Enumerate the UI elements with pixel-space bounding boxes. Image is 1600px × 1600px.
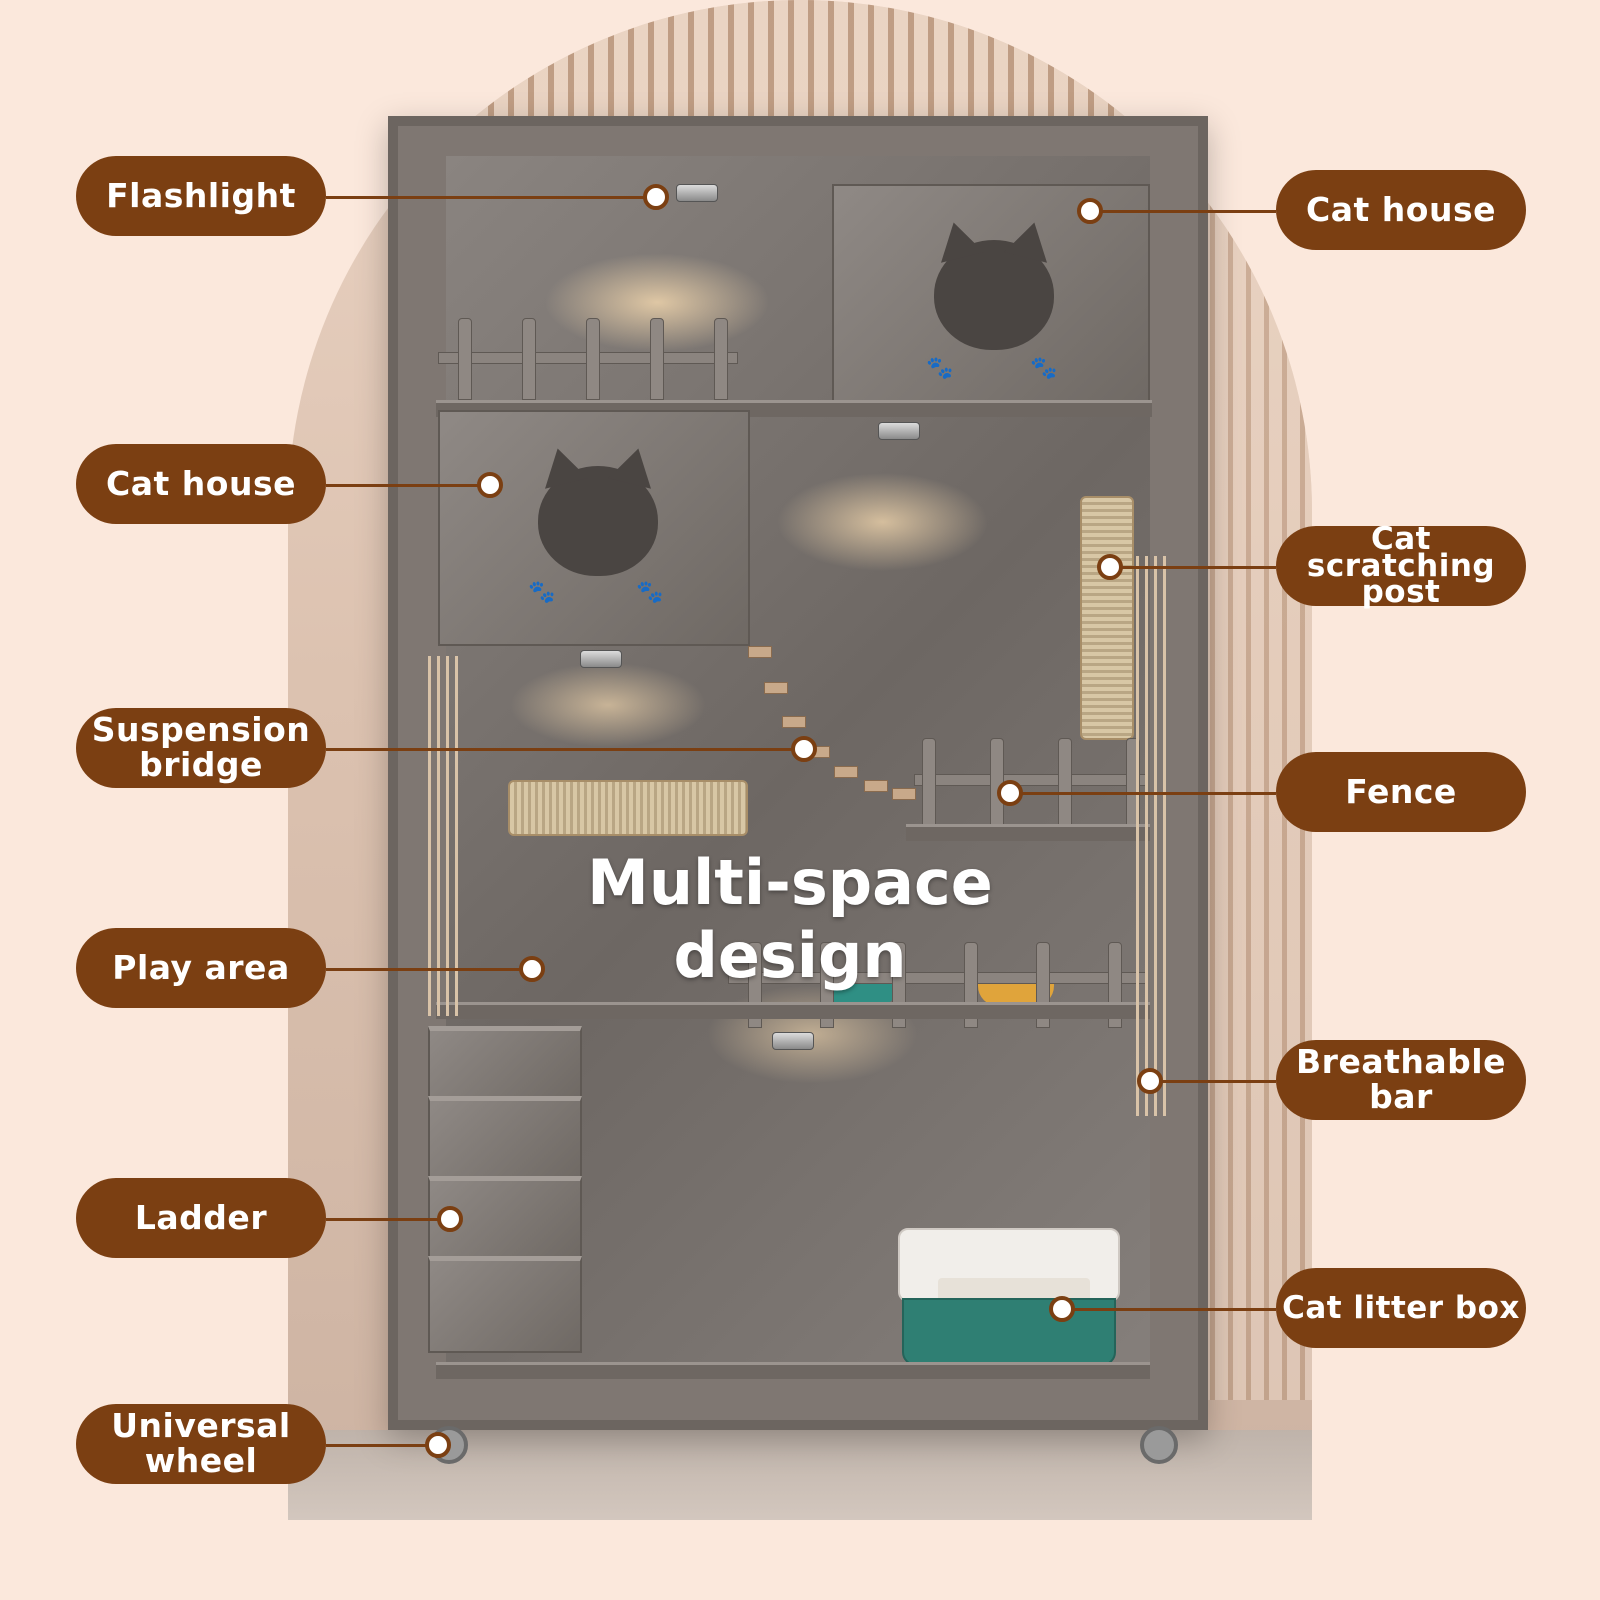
bridge-plank — [748, 646, 772, 658]
callout-cat-scratching-post: Cat scratching post — [1276, 524, 1526, 608]
callout-cat-house-left: Cat house — [76, 444, 326, 524]
spotlight-icon — [580, 650, 622, 668]
spotlight-icon — [772, 1032, 814, 1050]
bottom-floor-plank — [436, 1362, 1150, 1379]
marker-dot — [425, 1432, 451, 1458]
scratching-post-vertical — [1080, 496, 1134, 740]
ladder-step — [428, 1256, 582, 1353]
leader-line — [1064, 1308, 1276, 1311]
callout-fence: Fence — [1276, 752, 1526, 832]
bridge-plank — [782, 716, 806, 728]
cat-house-left: 🐾 🐾 — [438, 410, 750, 646]
headline: Multi-space design — [587, 846, 993, 992]
callout-breathable-bar: Breathable bar — [1276, 1040, 1526, 1120]
marker-dot — [643, 184, 669, 210]
cat-head-hole — [538, 466, 658, 576]
callout-ladder: Ladder — [76, 1178, 326, 1258]
ladder-step — [428, 1096, 582, 1183]
callout-cat-house-top: Cat house — [1276, 170, 1526, 250]
marker-dot — [1097, 554, 1123, 580]
cat-house-top: 🐾 🐾 — [832, 184, 1150, 416]
paw-print-icon: 🐾 — [528, 580, 556, 605]
fence-middle — [914, 738, 1146, 826]
callout-suspension-bridge: Suspension bridge — [76, 708, 326, 788]
callout-flashlight: Flashlight — [76, 156, 326, 236]
bridge-plank — [864, 780, 888, 792]
bridge-plank — [892, 788, 916, 800]
callout-universal-wheel: Universal wheel — [76, 1404, 326, 1484]
paw-print-icon: 🐾 — [636, 580, 664, 605]
middle-shelf — [906, 824, 1150, 841]
marker-dot — [1049, 1296, 1075, 1322]
breathable-bars-left — [428, 656, 458, 1016]
marker-dot — [519, 956, 545, 982]
leader-line — [1112, 566, 1276, 569]
marker-dot — [1077, 198, 1103, 224]
callout-cat-litter-box: Cat litter box — [1276, 1268, 1526, 1348]
cat-head-hole — [934, 240, 1054, 350]
leader-line — [326, 1444, 438, 1447]
universal-wheel — [1140, 1426, 1178, 1464]
leader-line — [1012, 792, 1276, 795]
marker-dot — [997, 780, 1023, 806]
spotlight-icon — [676, 184, 718, 202]
wall-slats-right — [1192, 100, 1312, 1400]
marker-dot — [437, 1206, 463, 1232]
bridge-plank — [834, 766, 858, 778]
marker-dot — [1137, 1068, 1163, 1094]
marker-dot — [791, 736, 817, 762]
leader-line — [1090, 210, 1276, 213]
ladder-step — [428, 1026, 582, 1103]
spotlight-icon — [878, 422, 920, 440]
bridge-plank — [764, 682, 788, 694]
leader-line — [326, 484, 490, 487]
litter-box — [898, 1228, 1120, 1368]
leader-line — [326, 968, 532, 971]
breathable-bars-right — [1136, 556, 1166, 1116]
leader-line — [1150, 1080, 1276, 1083]
cat-cabinet: 🐾 🐾 🐾 🐾 — [388, 116, 1208, 1430]
paw-print-icon: 🐾 — [1030, 356, 1058, 381]
callout-play-area: Play area — [76, 928, 326, 1008]
fence-top — [438, 318, 738, 400]
paw-print-icon: 🐾 — [926, 356, 954, 381]
leader-line — [326, 196, 656, 199]
scratching-roll-horizontal — [508, 780, 748, 836]
leader-line — [326, 1218, 450, 1221]
leader-line — [326, 748, 804, 751]
play-area-shelf — [436, 1002, 1150, 1019]
marker-dot — [477, 472, 503, 498]
